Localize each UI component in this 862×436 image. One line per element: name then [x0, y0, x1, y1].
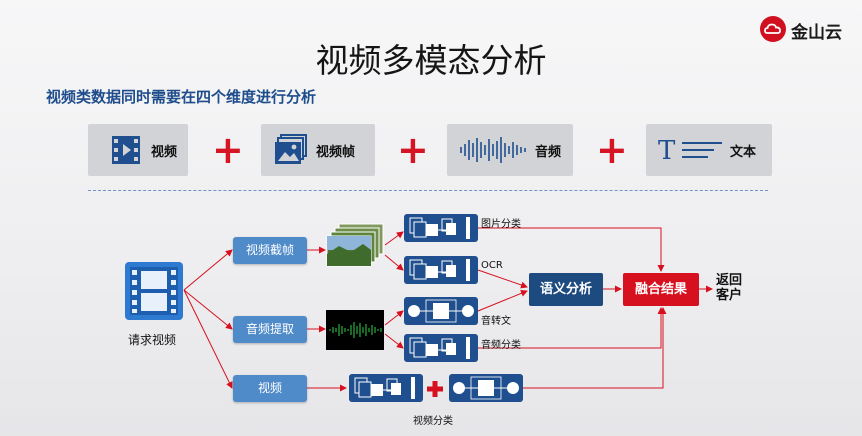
image-classify-model-node: [404, 214, 478, 242]
frame-stack-thumbnail: [326, 223, 384, 267]
page-title: 视频多模态分析: [315, 41, 547, 80]
video-classify-visual-node: [349, 374, 423, 402]
layered-model-icon: [409, 337, 470, 359]
text-icon: T: [658, 136, 722, 166]
brand-name: 金山云: [791, 23, 842, 43]
output-label: OCR: [481, 260, 503, 271]
output-label: 音频分类: [481, 340, 521, 351]
plus-sign: +: [596, 128, 628, 172]
dimension-label: 文本: [730, 145, 757, 160]
layered-model-icon: [409, 217, 470, 239]
frame-extraction-node: 视频截帧: [233, 237, 307, 264]
film-icon: [125, 262, 183, 320]
layered-model-icon: [354, 377, 415, 399]
output-label: 图片分类: [481, 219, 521, 230]
return-to-client-label: 返回客户: [716, 273, 743, 303]
svg-text:T: T: [658, 136, 676, 166]
plus-icon: [427, 381, 443, 397]
pipeline-model-icon: [453, 376, 519, 400]
semantic-analysis-node: 语义分析: [529, 273, 603, 306]
waveform-icon: [460, 137, 526, 163]
dimension-video: 视频: [88, 124, 188, 176]
fusion-result-node: 融合结果: [623, 273, 699, 306]
dimension-label: 视频帧: [316, 145, 356, 160]
film-icon: [112, 136, 140, 164]
layered-model-icon: [409, 259, 470, 281]
brand-logo: 金山云: [760, 16, 856, 46]
dimension-audio: 音频: [447, 124, 573, 176]
page-subtitle: 视频类数据同时需要在四个维度进行分析: [46, 88, 317, 106]
video-classify-audio-node: [449, 374, 523, 402]
audio-classify-model-node: [404, 334, 478, 362]
request-video-label: 请求视频: [128, 333, 177, 347]
output-label: 视频分类: [413, 416, 453, 427]
ocr-model-node: [404, 256, 478, 284]
plus-sign: +: [212, 128, 244, 172]
output-label: 音转文: [481, 316, 511, 327]
audio-waveform-thumbnail: [326, 310, 384, 350]
video-branch-node: 视频: [233, 375, 307, 402]
speech-to-text-model-node: [404, 297, 478, 325]
dimension-text: T 文本: [646, 124, 772, 176]
audio-extraction-node: 音频提取: [233, 316, 307, 343]
section-divider: [88, 190, 768, 191]
pipeline-model-icon: [408, 299, 474, 323]
dimension-label: 视频: [151, 145, 178, 160]
dimension-frames: 视频帧: [261, 124, 375, 176]
dimension-label: 音频: [535, 145, 562, 160]
image-frames-icon: [275, 134, 307, 164]
cloud-logo-icon: [760, 16, 786, 42]
plus-sign: +: [397, 128, 429, 172]
